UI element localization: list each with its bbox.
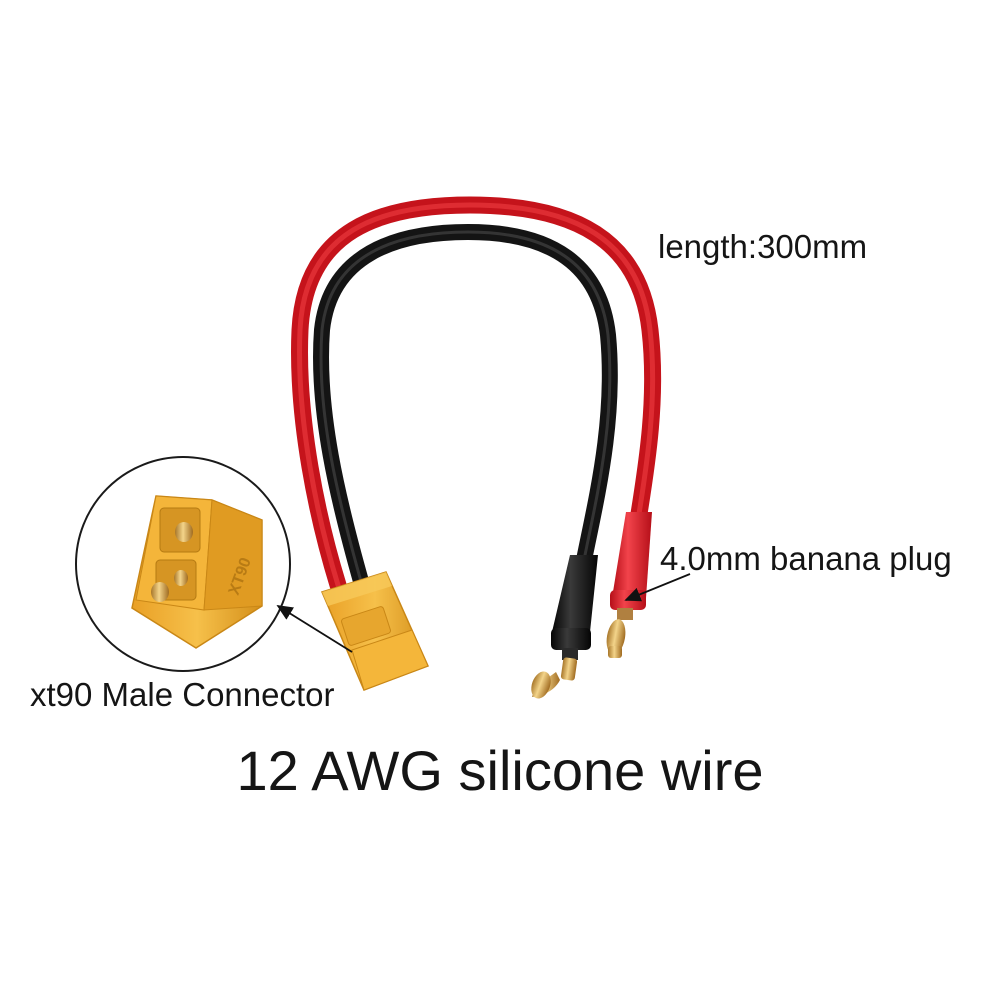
arrow-icon	[624, 573, 691, 602]
xt90-connector	[320, 571, 430, 691]
connector-label: xt90 Male Connector	[30, 676, 335, 713]
length-label: length:300mm	[658, 228, 868, 265]
magnifier-circle: XT90	[75, 456, 291, 672]
arrow-icon	[276, 605, 353, 653]
black-banana-plug	[531, 555, 598, 699]
xt90-connector-closeup: XT90	[131, 495, 263, 649]
wire-loop	[291, 196, 662, 594]
banana-plug-label: 4.0mm banana plug	[660, 540, 952, 577]
black-wire	[313, 223, 618, 593]
page-title: 12 AWG silicone wire	[236, 739, 764, 802]
red-banana-plug	[606, 512, 652, 658]
